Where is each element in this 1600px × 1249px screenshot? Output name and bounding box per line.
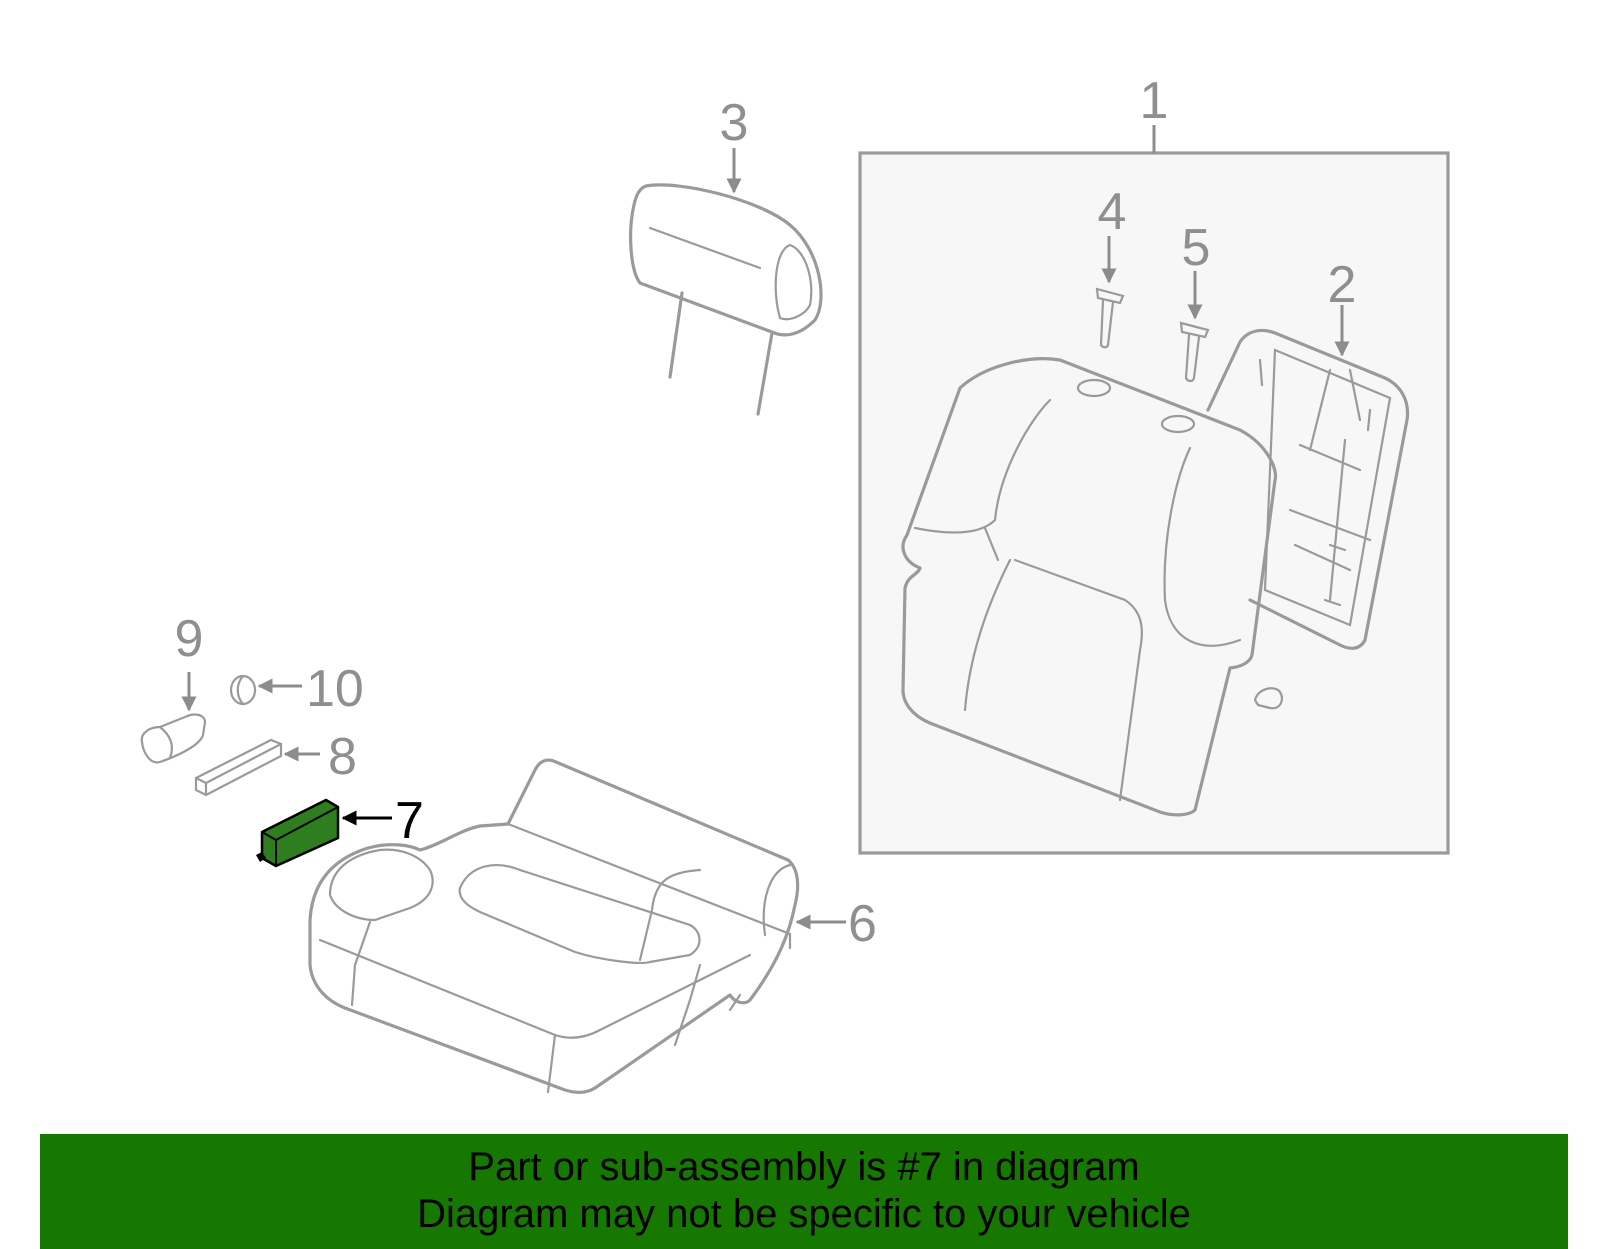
callout-5: 5 bbox=[1182, 219, 1211, 277]
headrest bbox=[629, 183, 823, 416]
bolt-5 bbox=[1179, 271, 1210, 383]
clip bbox=[1253, 687, 1284, 710]
seat-back-assembly-box bbox=[858, 125, 1450, 855]
bolt-4 bbox=[1095, 236, 1125, 349]
callout-7: 7 bbox=[395, 792, 424, 850]
callout-4: 4 bbox=[1098, 183, 1127, 241]
callout-6: 6 bbox=[848, 895, 877, 953]
seat-cushion bbox=[308, 758, 846, 1094]
part-9-cover bbox=[140, 672, 207, 764]
callout-2: 2 bbox=[1328, 256, 1357, 314]
part-7-highlighted bbox=[256, 798, 392, 868]
callout-9: 9 bbox=[175, 610, 204, 668]
banner-line-2: Diagram may not be specific to your vehi… bbox=[417, 1192, 1191, 1236]
callout-1: 1 bbox=[1140, 72, 1169, 130]
seat-back bbox=[901, 357, 1278, 817]
parts-diagram: 1 2 3 4 5 6 7 8 9 10 bbox=[140, 72, 1450, 1094]
callout-3: 3 bbox=[720, 94, 749, 152]
callout-8: 8 bbox=[328, 728, 357, 786]
banner-line-1: Part or sub-assembly is #7 in diagram bbox=[468, 1145, 1140, 1189]
part-8-strip bbox=[194, 738, 320, 797]
part-10-clip bbox=[229, 674, 302, 706]
info-banner: Part or sub-assembly is #7 in diagram Di… bbox=[40, 1134, 1568, 1249]
back-panel bbox=[1206, 328, 1410, 650]
callout-10: 10 bbox=[306, 660, 364, 718]
